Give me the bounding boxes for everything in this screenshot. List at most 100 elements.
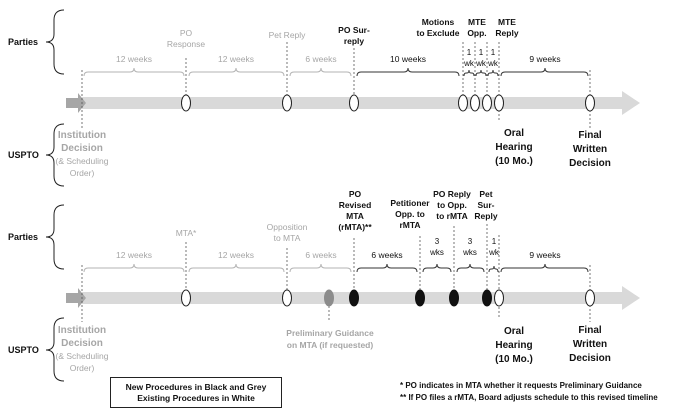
top-event-po-response-1: PO [180,28,193,38]
top-marker-pet-reply [282,94,292,112]
bottom-event-po-revised-1: PO [349,189,362,199]
top-oral-1: Oral [504,128,524,139]
bottom-event-opposition-1: Opposition [267,222,308,232]
bottom-institution-2: Decision [61,338,103,349]
bottom-duration-d5-2: wks [429,248,444,257]
bottom-event-po-reply-1: PO Reply [433,189,471,199]
top-marker-final-decision [585,94,595,112]
bottom-duration-d5-1: 3 [435,237,440,246]
legend-line-2: Existing Procedures in White [137,392,255,403]
bottom-marker-oral-hearing [494,289,504,307]
top-brace-d2 [188,67,285,77]
top-event-mte-reply-2: Reply [495,28,518,38]
bottom-marker-petitioner-opp [415,289,425,307]
bottom-guidance-2: on MTA (if requested) [287,340,374,350]
top-oral-3: (10 Mo.) [495,156,533,167]
footnote-1: * PO indicates in MTA whether it request… [400,381,642,390]
bottom-event-po-reply-2: to Opp. [437,200,467,210]
bottom-brace-d3 [289,263,352,273]
bottom-marker-po-revised-mta [349,289,359,307]
top-final-3: Decision [569,158,611,169]
top-institution-2: Decision [61,143,103,154]
top-event-mte-reply-1: MTE [498,17,516,27]
top-event-po-sur-reply-1: PO Sur- [338,25,370,35]
top-timeline: 12 weeks 12 weeks 6 weeks 10 weeks 1 wk … [56,17,640,178]
bottom-event-pet-sur-2: Sur- [478,200,495,210]
top-event-mte-1: Motions [422,17,455,27]
bottom-duration-d3: 6 weeks [305,250,336,260]
uspto-label-bottom: USPTO [8,345,39,355]
bottom-event-po-revised-3: MTA [346,211,364,221]
bottom-brace-d2 [188,263,285,273]
bottom-brace-d8 [500,263,589,273]
bottom-scheduling-1: (& Scheduling [56,351,109,361]
bottom-event-po-reply-3: to rMTA [436,211,467,221]
footnotes: * PO indicates in MTA whether it request… [400,380,658,404]
parties-label-top: Parties [8,37,38,47]
bottom-arrow-head [622,286,640,310]
bottom-brace-d7 [488,265,499,273]
bottom-marker-final-decision [585,289,595,307]
top-brace-d5 [463,69,475,77]
bottom-marker-preliminary-guidance [324,289,334,307]
top-duration-d5-2: wk [463,59,475,68]
top-duration-d4: 10 weeks [390,54,426,64]
top-scheduling-2: Order) [70,168,95,178]
bottom-marker-opposition [282,289,292,307]
uspto-brace-top [45,123,65,187]
top-duration-d6-1: 1 [479,48,484,57]
bottom-final-1: Final [578,325,602,336]
bottom-event-mta: MTA* [176,228,197,238]
top-start-arrow [66,93,86,113]
top-duration-d1: 12 weeks [116,54,152,64]
top-marker-mte [458,94,468,112]
parties-brace-bottom [45,204,65,270]
top-marker-po-response [181,94,191,112]
top-marker-mte-reply [482,94,492,112]
top-event-mte-2: to Exclude [417,28,460,38]
left-braces [45,9,65,382]
bottom-brace-d1 [83,263,185,273]
bottom-marker-pet-sur-reply [482,289,492,307]
top-marker-po-sur-reply [349,94,359,112]
top-brace-d8 [500,67,589,77]
top-brace-d6 [475,69,487,77]
bottom-final-3: Decision [569,353,611,364]
top-event-mte-opp-1: MTE [468,17,486,27]
bottom-event-pet-opp-2: Opp. to [395,209,425,219]
top-marker-mte-opp [470,94,480,112]
bottom-guidance-1: Preliminary Guidance [286,328,374,338]
top-arrow-head [622,91,640,115]
uspto-brace-bottom [45,317,65,382]
parties-label-bottom: Parties [8,232,38,242]
bottom-brace-d4 [356,263,418,273]
top-final-1: Final [578,130,602,141]
bottom-duration-d4: 6 weeks [371,250,402,260]
bottom-event-pet-sur-1: Pet [479,189,492,199]
legend-box: New Procedures in Black and Grey Existin… [110,377,282,408]
bottom-marker-po-reply [449,289,459,307]
top-oral-2: Hearing [495,142,532,153]
top-scheduling-1: (& Scheduling [56,156,109,166]
bottom-institution-1: Institution [58,325,106,336]
top-duration-d3: 6 weeks [305,54,336,64]
top-brace-d4 [356,67,460,77]
top-duration-d6-2: wk [475,59,487,68]
bottom-final-2: Written [573,339,607,350]
bottom-duration-d7-2: wk [488,248,500,257]
bottom-event-opposition-2: to MTA [274,233,301,243]
top-event-pet-reply: Pet Reply [269,30,307,40]
top-duration-d5-1: 1 [467,48,472,57]
top-brace-d7 [487,69,499,77]
bottom-oral-1: Oral [504,326,524,337]
top-event-po-sur-reply-2: reply [344,36,365,46]
bottom-duration-d8: 9 weeks [529,250,560,260]
bottom-brace-d5 [422,263,452,273]
top-marker-oral-hearing [494,94,504,112]
bottom-event-pet-opp-3: rMTA [399,220,420,230]
bottom-scheduling-2: Order) [70,363,95,373]
top-duration-d2: 12 weeks [218,54,254,64]
top-duration-d7-2: wk [487,59,499,68]
top-brace-d3 [289,67,352,77]
bottom-event-po-revised-4: (rMTA)** [338,222,372,232]
